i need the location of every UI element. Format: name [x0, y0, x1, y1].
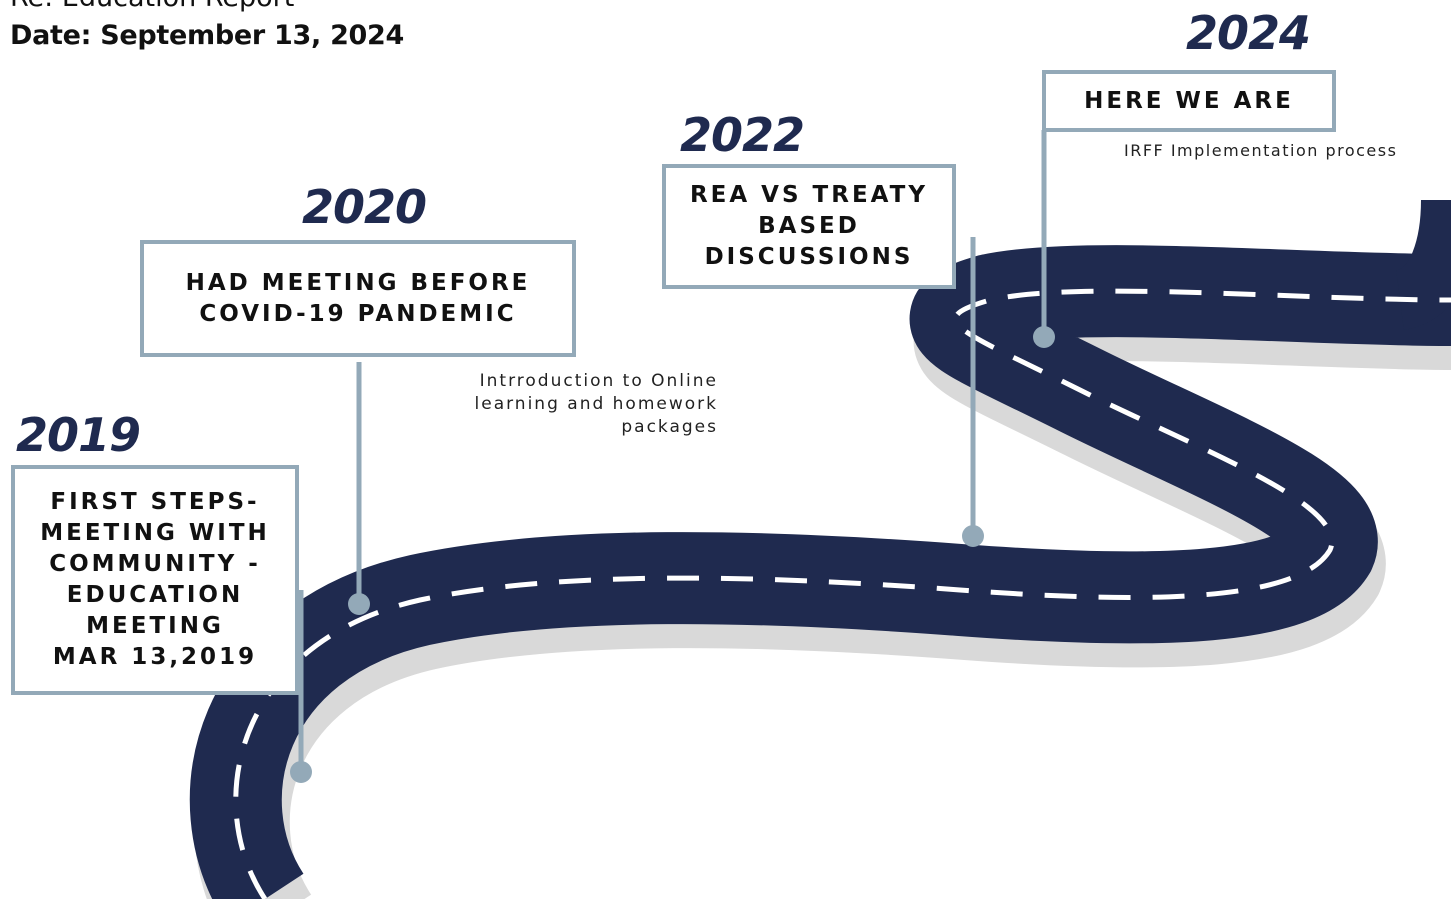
year-2020: 2020 [302, 180, 427, 234]
milestone-box-2022: REA VS TREATY BASED DISCUSSIONS [662, 164, 956, 289]
year-2024: 2024 [1186, 6, 1311, 60]
milestone-note-2024: IRFF Implementation process [1124, 141, 1398, 160]
connector-dot-2019 [290, 761, 312, 783]
road-curve-top [1393, 199, 1451, 330]
connector-dot-2020 [348, 593, 370, 615]
report-title: Re: Education Report [10, 0, 294, 13]
connector-dot-2022 [962, 525, 984, 547]
road-surface [189, 245, 1451, 899]
milestone-label-2022: REA VS TREATY BASED DISCUSSIONS [689, 182, 929, 270]
milestone-label-2019: FIRST STEPS- MEETING WITH COMMUNITY - ED… [40, 489, 270, 670]
year-2019: 2019 [16, 408, 141, 462]
year-2022: 2022 [680, 108, 805, 162]
milestone-box-2024: HERE WE ARE [1042, 70, 1336, 132]
road-center-dashes [233, 288, 1451, 899]
report-date: Date: September 13, 2024 [10, 20, 405, 51]
milestone-box-2019: FIRST STEPS- MEETING WITH COMMUNITY - ED… [11, 465, 299, 695]
milestone-note-2020: Intrroduction to Online learning and hom… [474, 371, 718, 437]
connector-dot-2024 [1033, 326, 1055, 348]
milestone-label-2024: HERE WE ARE [1084, 87, 1294, 114]
milestone-label-2020: HAD MEETING BEFORE COVID-19 PANDEMIC [185, 269, 531, 327]
milestone-box-2020: HAD MEETING BEFORE COVID-19 PANDEMIC [140, 240, 576, 357]
